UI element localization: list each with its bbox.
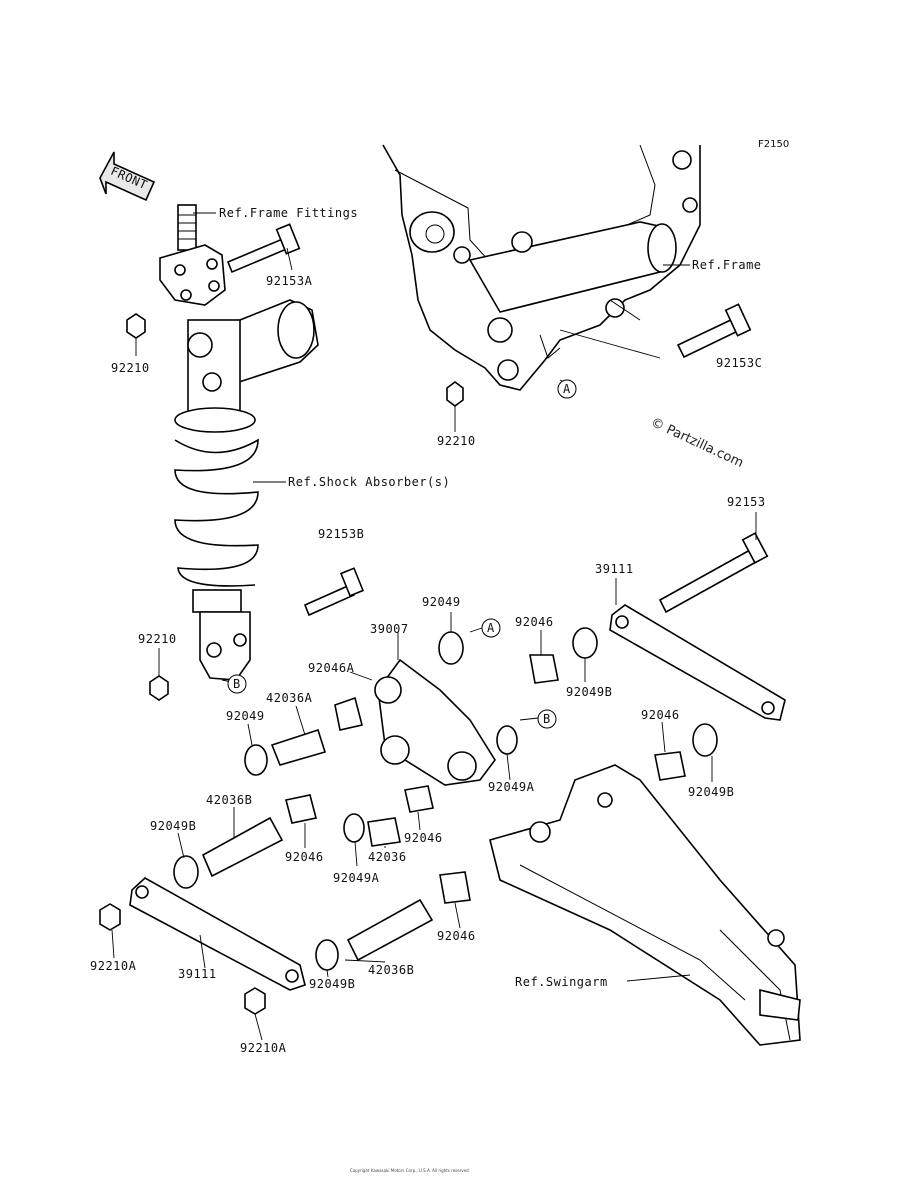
label-39111-left: 39111 xyxy=(178,967,217,981)
label-92153C: 92153C xyxy=(716,356,762,370)
bolt-92153C xyxy=(559,303,752,359)
label-ref-swingarm: Ref.Swingarm xyxy=(515,975,608,989)
label-92046-top: 92046 xyxy=(515,615,554,629)
frame-drawing xyxy=(382,144,701,391)
label-92046-center1: 92046 xyxy=(285,850,324,864)
svg-text:B: B xyxy=(543,712,551,726)
shock-absorber-drawing xyxy=(126,204,365,701)
svg-text:A: A xyxy=(487,621,495,635)
part-labels: Ref.Frame Fittings 92153A 92210 Ref.Fram… xyxy=(90,206,766,1055)
svg-text:A: A xyxy=(563,382,571,396)
linkage-drawing xyxy=(99,532,786,1015)
label-92153B: 92153B xyxy=(318,527,364,541)
label-92049A-low: 92049A xyxy=(333,871,380,885)
label-92049B-low: 92049B xyxy=(309,977,355,991)
label-ref-shock: Ref.Shock Absorber(s) xyxy=(288,475,450,489)
label-92046-low: 92046 xyxy=(437,929,476,943)
svg-text:B: B xyxy=(233,677,241,691)
figure-code: F2150 xyxy=(758,139,789,150)
label-92210A-left: 92210A xyxy=(90,959,137,973)
label-92046A: 92046A xyxy=(308,661,355,675)
swingarm-drawing xyxy=(489,764,801,1046)
callout-B-linkage: B xyxy=(537,709,557,729)
label-ref-frame: Ref.Frame xyxy=(692,258,762,272)
label-92049-top: 92049 xyxy=(422,595,461,609)
label-42036A: 42036A xyxy=(266,691,313,705)
label-92046-center2: 92046 xyxy=(404,831,443,845)
label-92153A: 92153A xyxy=(266,274,313,288)
label-39111-right: 39111 xyxy=(595,562,634,576)
watermark-text: © Partzilla.com xyxy=(648,415,745,471)
label-92049B-right1: 92049B xyxy=(566,685,612,699)
label-92153: 92153 xyxy=(727,495,766,509)
label-92049B-left: 92049B xyxy=(150,819,196,833)
front-arrow-icon: FRONT xyxy=(99,151,156,202)
nut-92210-frame xyxy=(446,381,464,407)
label-92210-left: 92210 xyxy=(138,632,177,646)
callout-A-linkage: A xyxy=(481,618,501,638)
footer-copyright: Copyright Kawasaki Motors Corp., U.S.A. … xyxy=(350,1168,470,1173)
label-ref-frame-fittings: Ref.Frame Fittings xyxy=(219,206,358,220)
label-92049B-right2: 92049B xyxy=(688,785,734,799)
label-92210-mid: 92210 xyxy=(437,434,476,448)
callout-B-shock: B xyxy=(227,674,247,694)
label-42036: 42036 xyxy=(368,850,407,864)
label-92210-top: 92210 xyxy=(111,361,150,375)
label-92049A-mid: 92049A xyxy=(488,780,535,794)
label-92049-left: 92049 xyxy=(226,709,265,723)
callout-A-frame: A xyxy=(557,379,577,399)
label-42036B-low: 42036B xyxy=(368,963,414,977)
label-92046-right: 92046 xyxy=(641,708,680,722)
label-39007: 39007 xyxy=(370,622,409,636)
label-42036B-top: 42036B xyxy=(206,793,252,807)
label-92210A-bottom: 92210A xyxy=(240,1041,287,1055)
